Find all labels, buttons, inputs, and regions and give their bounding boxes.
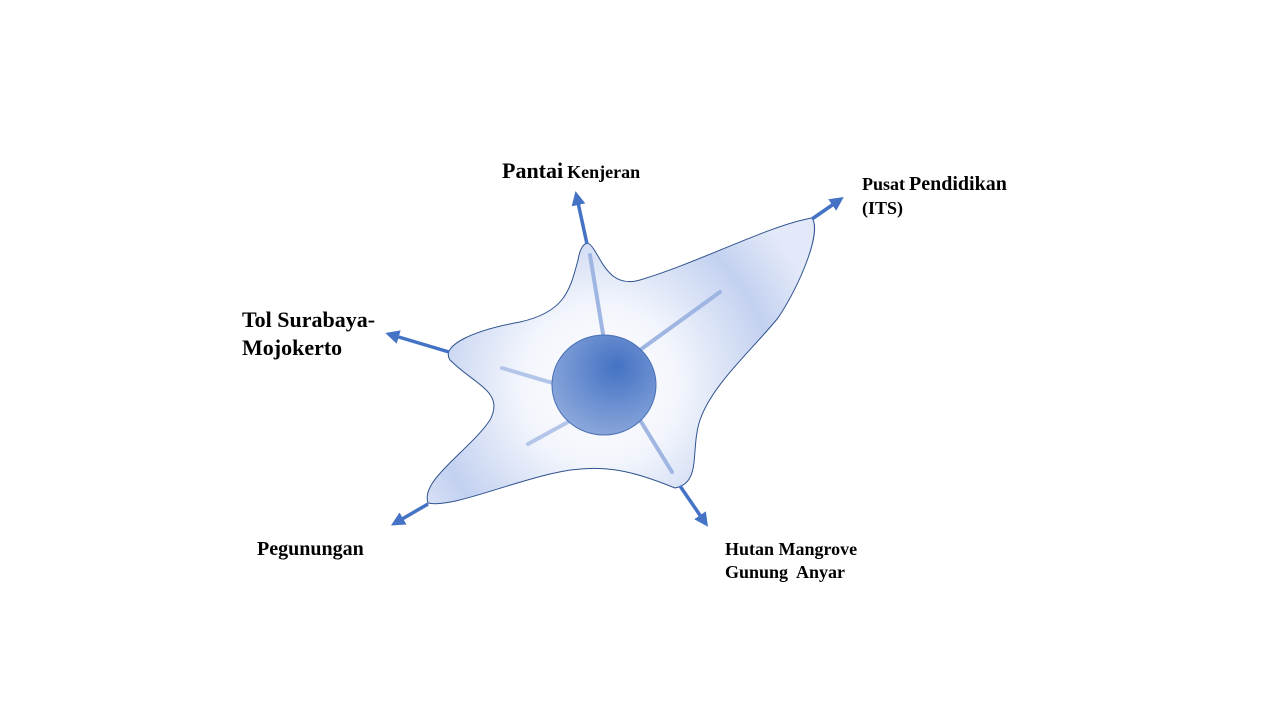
ray-northeast [638, 290, 722, 352]
ray-southwest [526, 420, 570, 446]
label-hutan-mangrove: Hutan Mangrove Gunung Anyar [725, 538, 857, 583]
label-pusat-word: Pusat [862, 174, 906, 194]
label-kenjeran-word: Kenjeran [567, 162, 641, 182]
arrow-north [571, 191, 589, 245]
arrow-southeast [678, 485, 708, 527]
inner-rays [500, 253, 722, 474]
arrow-southwest [390, 502, 429, 526]
arrow-west [385, 330, 450, 354]
label-pantai-kenjeran: Pantai Kenjeran [502, 157, 640, 185]
label-tol-line1: Tol Surabaya- [242, 307, 376, 332]
ray-southeast [638, 418, 674, 474]
arrows [385, 191, 844, 527]
ray-west [500, 366, 558, 386]
label-pegunungan-text: Pegunungan [257, 538, 364, 560]
arrow-northeast [811, 197, 844, 221]
city-core [551, 334, 657, 436]
label-tol-surabaya-mojokerto: Tol Surabaya- Mojokerto [242, 306, 375, 361]
label-pusat-pendidikan: Pusat Pendidikan (ITS) [862, 172, 1007, 220]
label-pantai-word: Pantai [502, 158, 564, 183]
label-hutan-line2: Gunung Anyar [725, 561, 846, 582]
label-pendidikan-word: Pendidikan [909, 173, 1007, 195]
ray-north [588, 253, 606, 342]
label-hutan-line1: Hutan Mangrove [725, 539, 858, 559]
label-pegunungan: Pegunungan [257, 537, 364, 562]
label-its: (ITS) [862, 198, 904, 218]
label-tol-line2: Mojokerto [242, 334, 343, 360]
